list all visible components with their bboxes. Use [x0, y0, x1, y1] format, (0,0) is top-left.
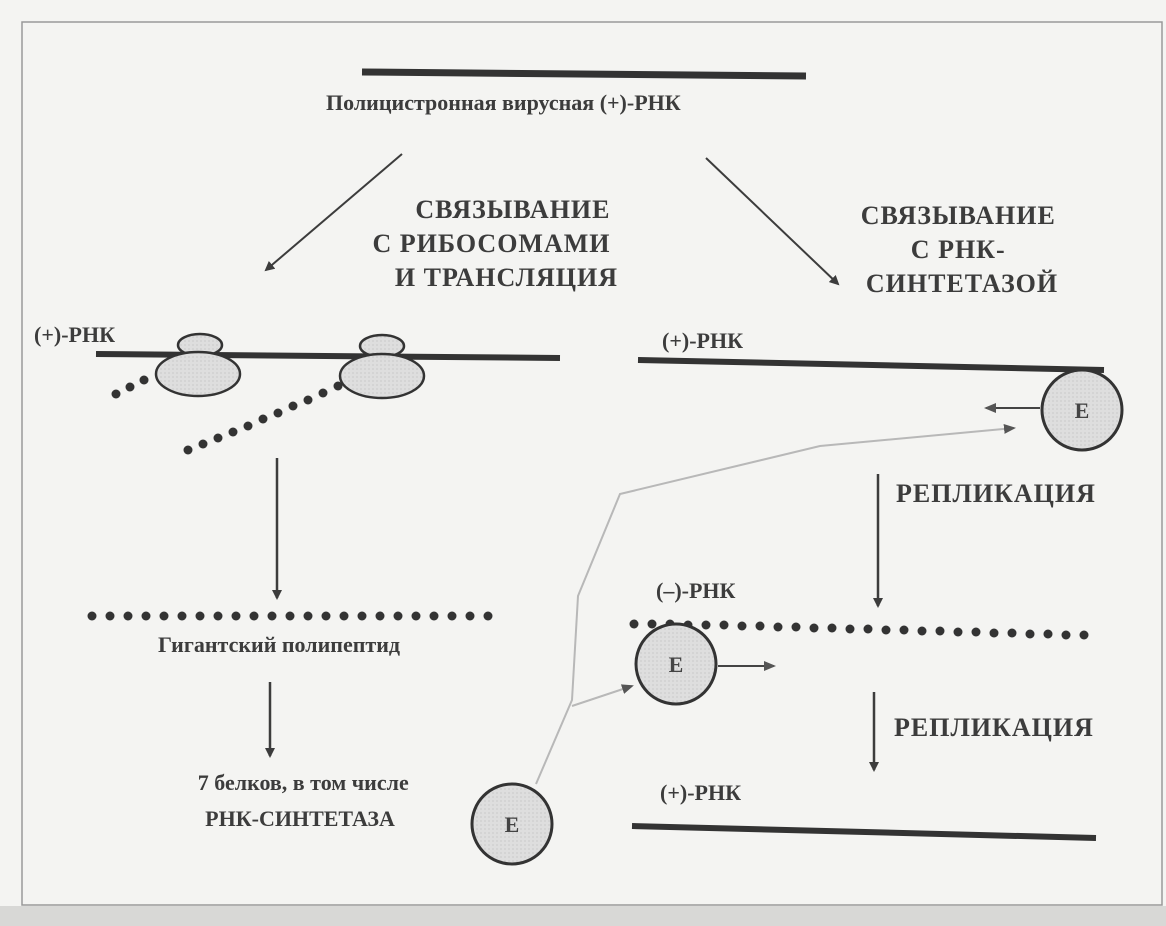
bottom-edge-shadow — [0, 906, 1166, 926]
polycistronic-rna-label: Полицистронная вирусная (+)-РНК — [326, 90, 681, 115]
minus-rna-label: (–)-РНК — [656, 578, 736, 603]
right-plus-rna-bottom-label: (+)-РНК — [660, 780, 741, 805]
proteins-label: 7 белков, в том числе РНК-СИНТЕТАЗА — [198, 770, 414, 831]
enzyme-on-minus-rna: E — [634, 622, 718, 706]
enzyme-free: E — [470, 782, 554, 866]
left-plus-rna-strand — [95, 351, 561, 361]
svg-text:E: E — [505, 812, 520, 837]
left-plus-rna-label: (+)-РНК — [34, 322, 115, 347]
enzyme-on-plus-rna: E — [1040, 368, 1124, 452]
ribosome-2 — [338, 333, 426, 400]
right-step-label: СВЯЗЫВАНИЕ С РНК- СИНТЕТАЗОЙ — [861, 201, 1064, 298]
right-plus-rna-top-label: (+)-РНК — [662, 328, 743, 353]
arrow-to-synthetase-binding — [705, 157, 840, 286]
replication-label-1: РЕПЛИКАЦИЯ — [896, 479, 1096, 508]
nascent-chain-2 — [183, 381, 343, 455]
frame-border — [21, 21, 1163, 906]
right-plus-rna-bottom-strand — [631, 823, 1097, 841]
enzyme-pathway-line — [535, 423, 1016, 785]
ribosome-1 — [154, 332, 242, 398]
replication-label-2: РЕПЛИКАЦИЯ — [894, 713, 1094, 742]
giant-polypeptide-label: Гигантский полипептид — [158, 632, 400, 657]
svg-text:E: E — [669, 652, 684, 677]
svg-text:E: E — [1075, 398, 1090, 423]
nascent-chain-1 — [111, 375, 149, 399]
arrow-to-translation — [264, 153, 403, 272]
polycistronic-rna-strand — [361, 68, 807, 80]
enzyme-pathway-branch — [571, 684, 634, 707]
giant-polypeptide-chain — [87, 611, 493, 621]
left-step-label: СВЯЗЫВАНИЕ С РИБОСОМАМИ И ТРАНСЛЯЦИЯ — [372, 195, 618, 292]
right-plus-rna-top-strand — [637, 357, 1105, 373]
